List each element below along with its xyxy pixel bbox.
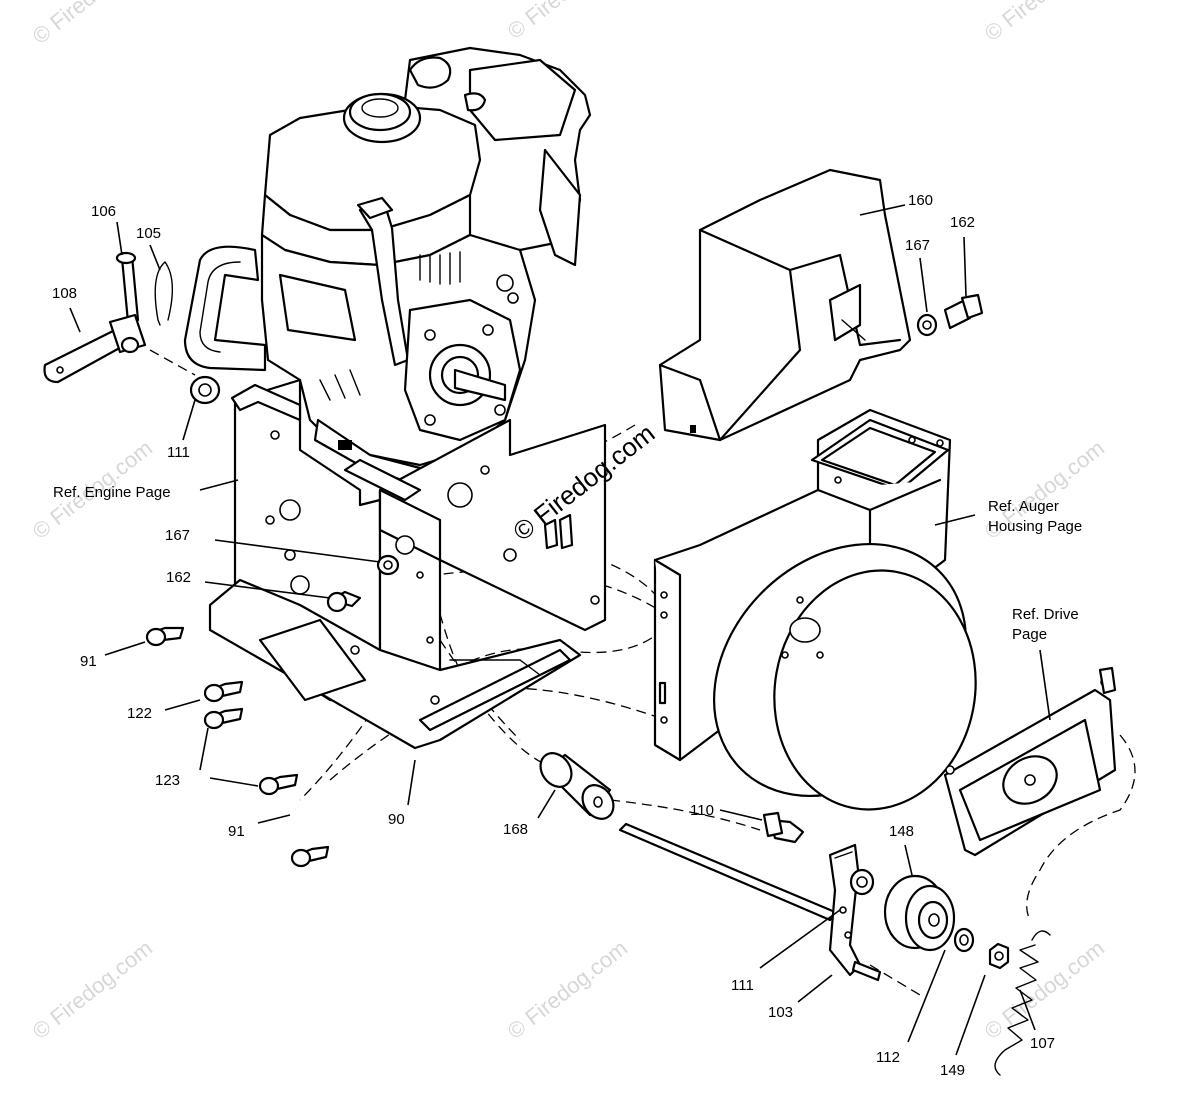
callout-167-lower: 167 <box>165 527 190 544</box>
callout-160: 160 <box>908 192 933 209</box>
ref-drive-line1: Ref. Drive <box>1012 606 1079 623</box>
callout-107: 107 <box>1030 1035 1055 1052</box>
spring-107 <box>994 930 1051 1076</box>
washer-167-lower <box>376 554 400 576</box>
cover-part-160 <box>658 168 912 442</box>
bolt-122 <box>203 680 244 703</box>
auger-housing <box>653 408 977 811</box>
callout-149: 149 <box>940 1062 965 1079</box>
washer-111-upper <box>189 375 221 405</box>
callout-110: 110 <box>690 802 714 819</box>
roller-168 <box>539 752 615 820</box>
watermark-top-center: © Firedog.com <box>503 0 632 44</box>
rod <box>618 822 837 922</box>
bolt-91-lower-a <box>258 773 299 796</box>
callout-111-upper: 111 <box>167 444 190 461</box>
bolt-91-lower-b <box>290 845 330 868</box>
watermark-bottom-left: © Firedog.com <box>28 935 157 1044</box>
hairpin-105 <box>154 261 173 326</box>
engine-assembly <box>183 46 592 487</box>
callout-167-upper: 167 <box>905 237 930 254</box>
pulley-148 <box>883 874 956 952</box>
callout-103: 103 <box>768 1004 793 1021</box>
ref-engine-page: Ref. Engine Page <box>53 484 171 501</box>
ref-auger-housing-line2: Housing Page <box>988 518 1082 535</box>
callout-148: 148 <box>889 823 914 840</box>
link-108 <box>43 313 147 384</box>
callout-91-lower: 91 <box>228 823 245 840</box>
watermark-bottom-center: © Firedog.com <box>503 935 632 1044</box>
ref-auger-housing-line1: Ref. Auger <box>988 498 1059 515</box>
nut-149 <box>988 942 1010 970</box>
watermark-top-right: © Firedog.com <box>980 0 1109 46</box>
callouts: 106 105 108 111 160 167 162 Ref. Engine … <box>52 192 1082 1079</box>
callout-91-upper: 91 <box>80 653 97 670</box>
callout-168: 168 <box>503 821 528 838</box>
bolt-162-upper <box>943 293 984 330</box>
pin-106 <box>115 251 140 324</box>
callout-122: 122 <box>127 705 152 722</box>
callout-112: 112 <box>876 1049 900 1066</box>
watermark-top-left: © Firedog.com <box>28 0 157 49</box>
callout-111-lower: 111 <box>731 977 754 994</box>
washer-167-upper <box>916 313 938 337</box>
bolt-91-upper <box>145 626 185 647</box>
washer-111-lower <box>849 868 875 896</box>
washer-112 <box>953 927 975 953</box>
ref-drive-line2: Page <box>1012 626 1047 643</box>
callout-123: 123 <box>155 772 180 789</box>
callout-106: 106 <box>91 203 116 220</box>
callout-108: 108 <box>52 285 77 302</box>
callout-162-lower: 162 <box>166 569 191 586</box>
callout-162-upper: 162 <box>950 214 975 231</box>
bolt-123 <box>203 707 244 730</box>
drive-plate <box>943 666 1117 857</box>
callout-105: 105 <box>136 225 161 242</box>
leader-lines <box>69 204 1051 1056</box>
bolt-162-lower <box>326 590 362 613</box>
callout-90: 90 <box>388 811 405 828</box>
bolt-110 <box>762 811 805 844</box>
frame-part-90 <box>208 378 607 750</box>
